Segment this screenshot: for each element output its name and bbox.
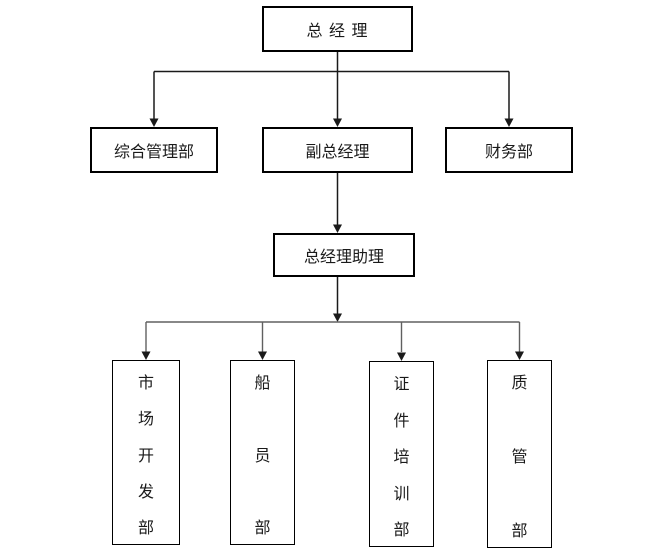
node-admin-dept: 综合管理部 <box>90 127 218 173</box>
edge-assistant-branch <box>333 277 342 322</box>
node-cert-training-dept-char: 件 <box>393 412 410 430</box>
node-market-dev-dept: 市 场 开 发 部 <box>112 360 180 545</box>
edge-dgm-assistant <box>333 173 342 233</box>
node-crew-dept-char: 船 <box>254 375 271 392</box>
node-gm-assistant-label: 总经理助理 <box>303 249 384 266</box>
node-quality-dept-char: 管 <box>511 449 528 466</box>
node-market-dev-dept-char: 市 <box>137 375 154 392</box>
node-deputy-general-manager: 副总经理 <box>262 127 413 173</box>
node-crew-dept: 船 员 部 <box>230 360 295 545</box>
node-admin-dept-label: 综合管理部 <box>113 144 194 161</box>
node-crew-dept-char: 员 <box>254 447 271 465</box>
node-market-dev-dept-char: 发 <box>137 483 154 501</box>
node-general-manager: 总 经 理 <box>262 6 413 52</box>
node-cert-training-dept-char: 部 <box>393 522 410 539</box>
node-quality-dept-char: 部 <box>511 523 528 540</box>
node-quality-dept-char: 质 <box>511 375 528 392</box>
node-deputy-general-manager-label: 副总经理 <box>305 144 370 161</box>
node-market-dev-dept-char: 部 <box>137 520 154 537</box>
node-crew-dept-char: 部 <box>254 520 271 537</box>
node-finance-dept-label: 财务部 <box>484 144 533 161</box>
node-cert-training-dept-char: 训 <box>393 485 410 503</box>
node-general-manager-label: 总 经 理 <box>306 23 369 40</box>
node-gm-assistant: 总经理助理 <box>273 233 415 277</box>
node-cert-training-dept-char: 证 <box>393 376 410 393</box>
node-cert-training-dept-char: 培 <box>393 449 410 466</box>
node-cert-training-dept: 证 件 培 训 部 <box>369 361 434 547</box>
edge-gm-branch <box>149 52 514 127</box>
edge-branch-bottom-row <box>141 321 524 361</box>
node-market-dev-dept-char: 开 <box>137 447 154 465</box>
node-market-dev-dept-char: 场 <box>137 411 154 429</box>
node-finance-dept: 财务部 <box>445 127 573 173</box>
node-quality-dept: 质 管 部 <box>487 360 552 548</box>
